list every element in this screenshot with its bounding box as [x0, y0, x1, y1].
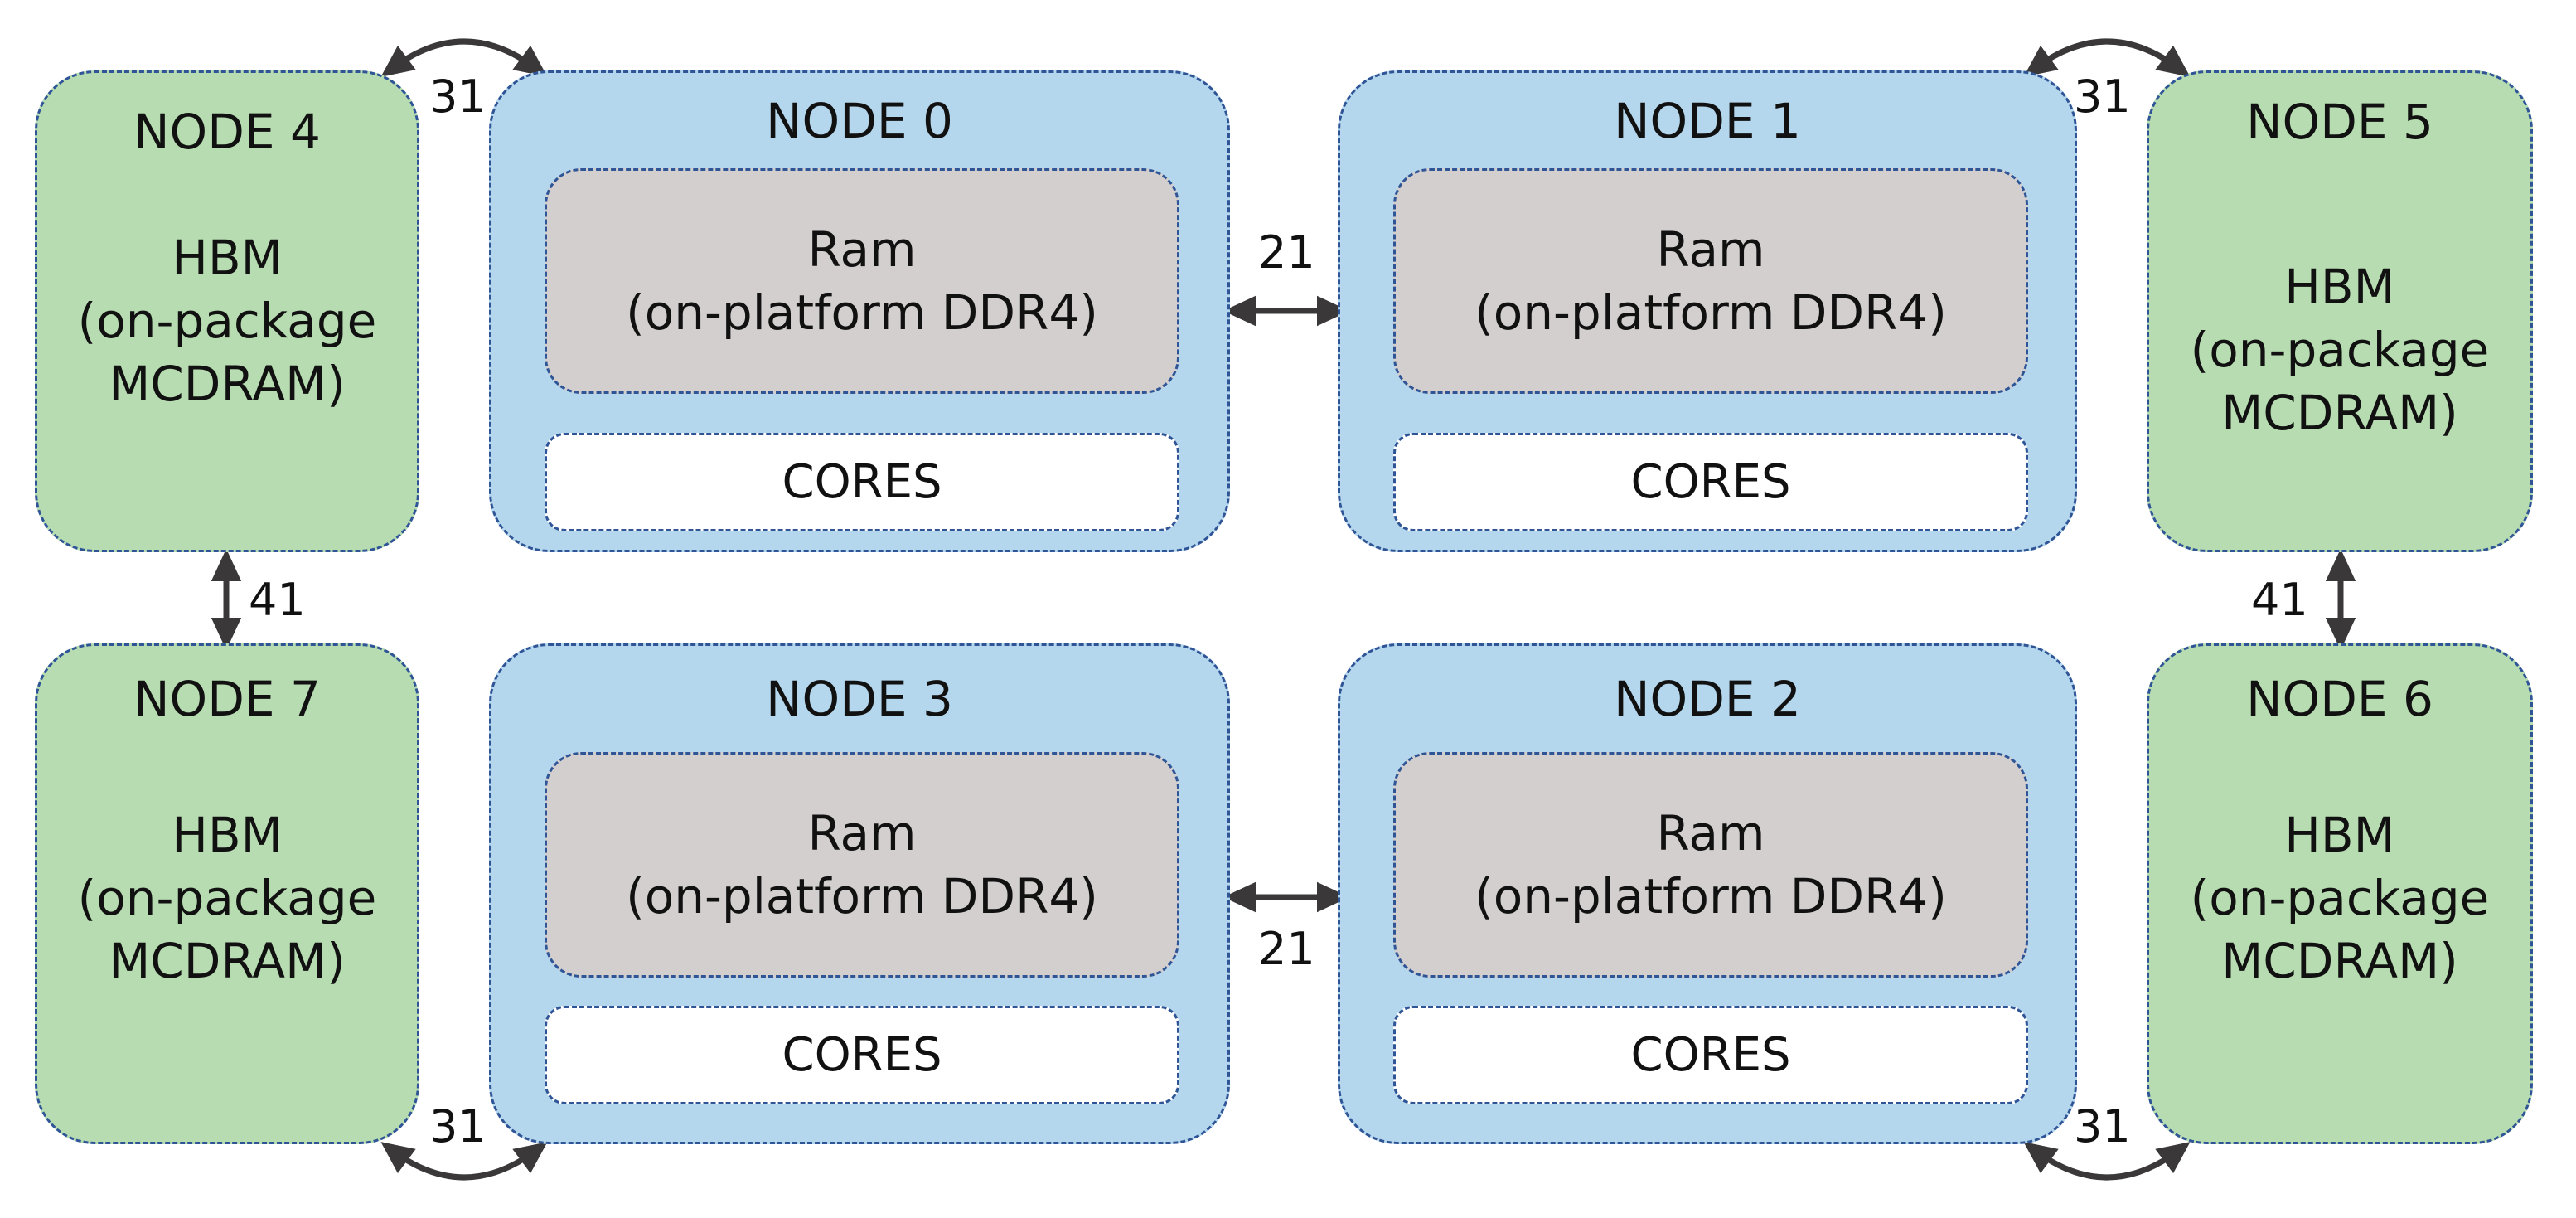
- link-label-node4-node0: 31: [429, 70, 487, 123]
- node-2: NODE 2 Ram (on-platform DDR4) CORES: [1338, 643, 2077, 1144]
- node-memory-label: HBM (on-package MCDRAM): [77, 230, 377, 412]
- node-title: NODE 1: [1614, 93, 1801, 149]
- ram-block: Ram (on-platform DDR4): [1393, 168, 2028, 394]
- node-3: NODE 3 Ram (on-platform DDR4) CORES: [489, 643, 1230, 1144]
- node-1: NODE 1 Ram (on-platform DDR4) CORES: [1338, 70, 2077, 552]
- cores-block: CORES: [1393, 1006, 2028, 1104]
- node-0: NODE 0 Ram (on-platform DDR4) CORES: [489, 70, 1230, 552]
- ram-block: Ram (on-platform DDR4): [545, 168, 1179, 394]
- ram-block: Ram (on-platform DDR4): [545, 752, 1179, 978]
- node-4: NODE 4 HBM (on-package MCDRAM): [35, 70, 419, 552]
- cores-block: CORES: [1393, 433, 2028, 531]
- cores-block: CORES: [545, 433, 1179, 531]
- link-label-node1-node5: 31: [2074, 70, 2131, 123]
- node-memory-label: HBM (on-package MCDRAM): [77, 807, 377, 989]
- link-label-node3-node2: 21: [1258, 923, 1315, 975]
- cores-block: CORES: [545, 1006, 1179, 1104]
- link-label-node2-node6: 31: [2074, 1100, 2131, 1152]
- link-label-node5-node6: 41: [2251, 574, 2308, 626]
- ram-block: Ram (on-platform DDR4): [1393, 752, 2028, 978]
- arrow-node1-node5: [2023, 38, 2191, 77]
- node-6: NODE 6 HBM (on-package MCDRAM): [2147, 643, 2533, 1144]
- node-title: NODE 7: [133, 671, 321, 727]
- node-memory-label: HBM (on-package MCDRAM): [2190, 259, 2490, 441]
- node-5: NODE 5 HBM (on-package MCDRAM): [2147, 70, 2533, 552]
- node-title: NODE 6: [2246, 671, 2433, 727]
- arrow-node4-node0: [380, 38, 548, 77]
- node-title: NODE 0: [766, 93, 953, 149]
- link-label-node4-node7: 41: [249, 574, 306, 626]
- node-title: NODE 3: [766, 671, 953, 727]
- node-memory-label: HBM (on-package MCDRAM): [2190, 807, 2490, 989]
- link-label-node0-node1: 21: [1258, 226, 1315, 279]
- node-7: NODE 7 HBM (on-package MCDRAM): [35, 643, 419, 1144]
- arrow-node7-node3: [380, 1142, 548, 1181]
- node-title: NODE 5: [2246, 94, 2433, 150]
- node-title: NODE 4: [133, 104, 321, 160]
- node-title: NODE 2: [1614, 671, 1801, 727]
- arrow-node2-node6: [2023, 1142, 2191, 1181]
- link-label-node7-node3: 31: [429, 1100, 487, 1152]
